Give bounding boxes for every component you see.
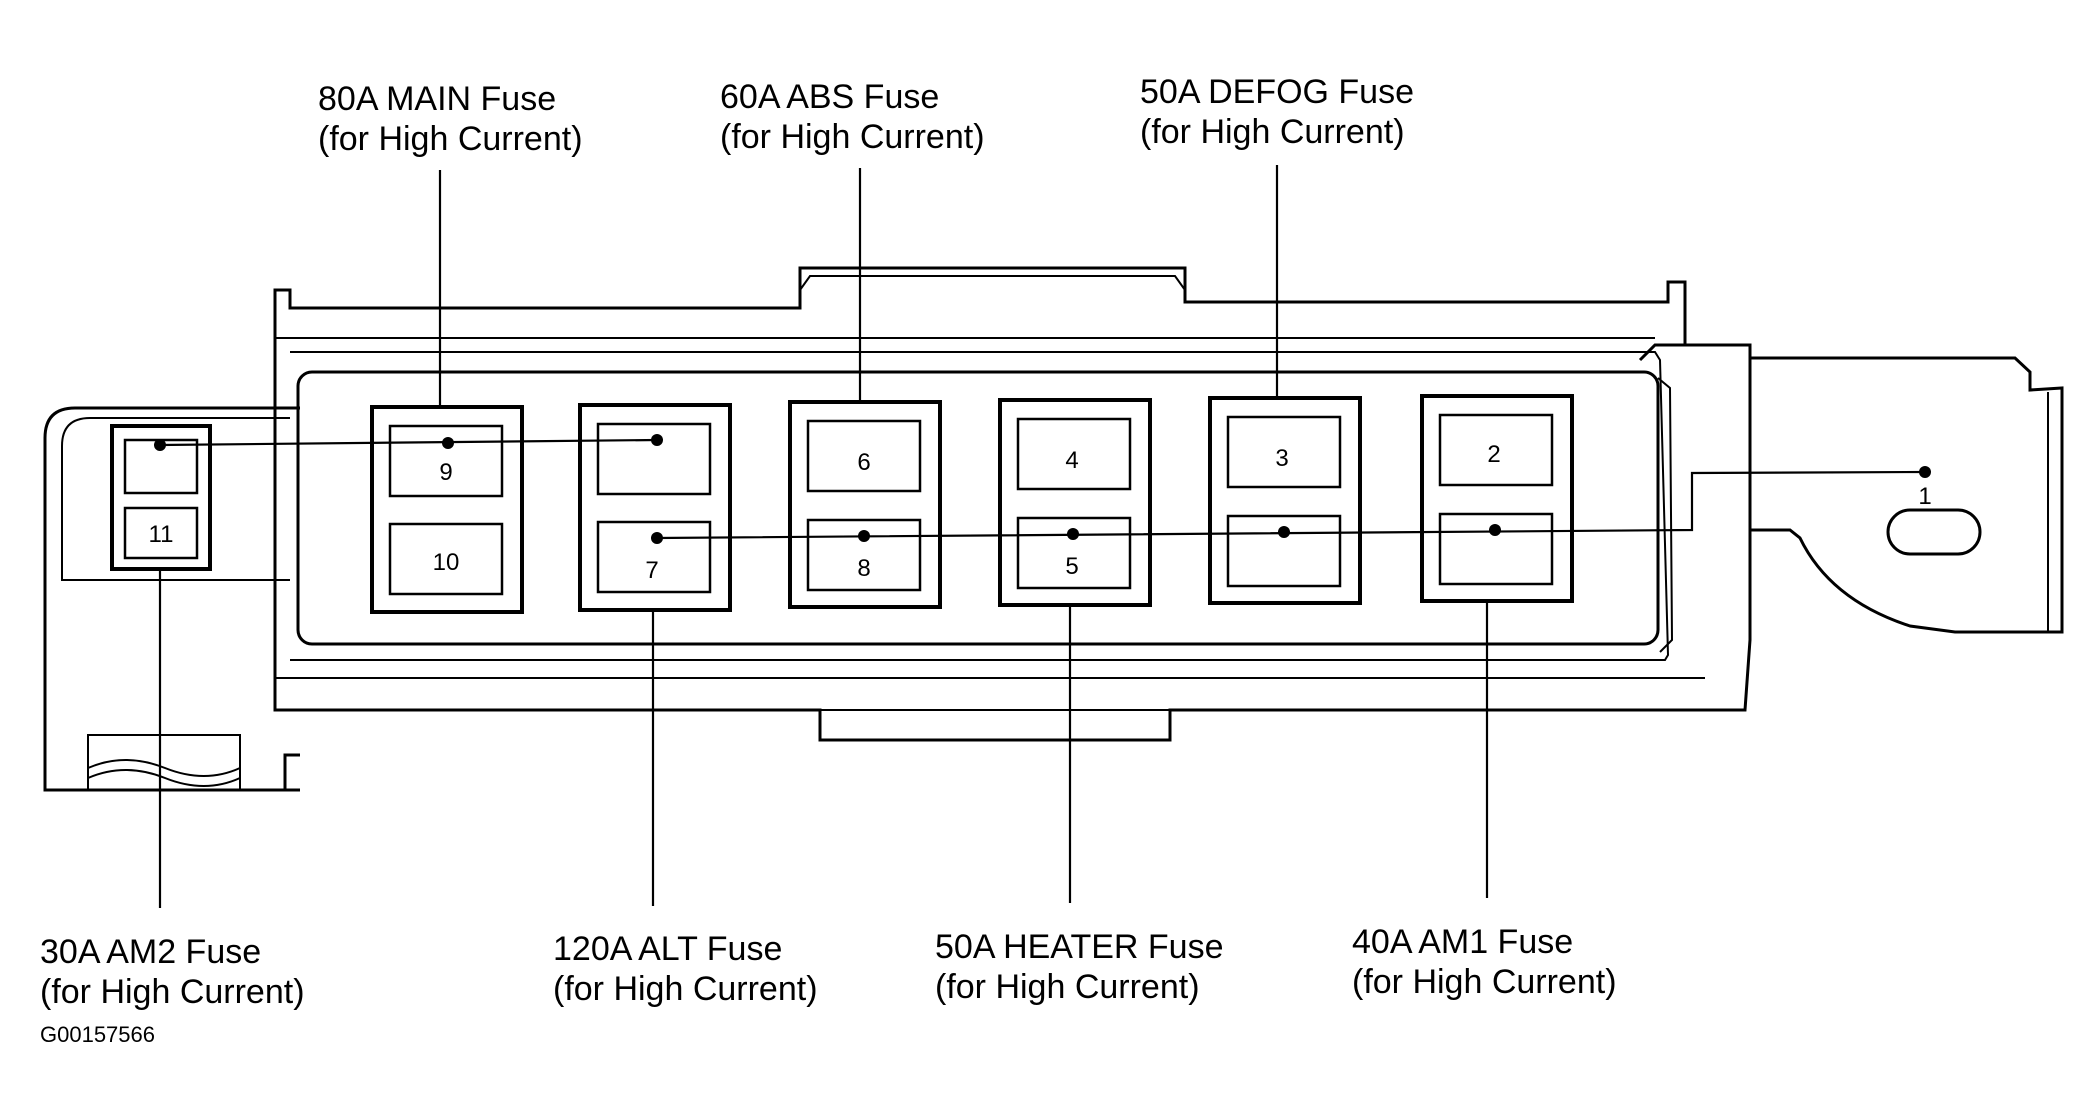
callout-alt-title: 120A ALT Fuse bbox=[553, 930, 782, 968]
terminal-8-label: 8 bbox=[857, 555, 870, 582]
terminal-3-label: 3 bbox=[1275, 445, 1288, 472]
main-body bbox=[273, 266, 1752, 742]
bus-line-lower bbox=[656, 470, 1926, 540]
callout-abs-sub: (for High Current) bbox=[720, 118, 985, 156]
terminal-6-label: 6 bbox=[857, 449, 870, 476]
callouts-bottom: 30A AM2 Fuse (for High Current) 120A ALT… bbox=[40, 923, 1617, 1011]
terminal-box-7 bbox=[596, 520, 712, 594]
callout-defog-sub: (for High Current) bbox=[1140, 113, 1405, 151]
bus-line-upper bbox=[159, 438, 658, 447]
callout-alt-sub: (for High Current) bbox=[553, 970, 818, 1008]
callout-am1-sub: (for High Current) bbox=[1352, 963, 1617, 1001]
terminal-box-4 bbox=[1016, 417, 1132, 491]
callout-main-title: 80A MAIN Fuse bbox=[318, 80, 556, 118]
fuse-cavity-shadow bbox=[1657, 377, 1674, 653]
terminal-box-3 bbox=[1226, 415, 1342, 489]
callout-am2-title: 30A AM2 Fuse bbox=[40, 933, 261, 971]
bus-lines bbox=[154, 434, 1931, 544]
fuse-box-heater-group: 4 5 bbox=[998, 398, 1152, 607]
callout-main-sub: (for High Current) bbox=[318, 120, 583, 158]
terminal-box-10 bbox=[388, 522, 504, 596]
fuse-box-defog-group: 3 bbox=[1208, 396, 1362, 605]
fuse-box-am1-group: 2 bbox=[1420, 394, 1574, 603]
terminal-box-2 bbox=[1438, 413, 1554, 487]
terminal-box-11 bbox=[123, 506, 199, 560]
fuse-box-abs-group: 6 8 bbox=[788, 400, 942, 609]
terminal-10-label: 10 bbox=[433, 549, 460, 576]
terminal-1-label: 1 bbox=[1918, 483, 1931, 510]
fuse-cavity-panel bbox=[296, 370, 1660, 646]
bus-dot-8 bbox=[858, 530, 870, 542]
fuse-block-housing bbox=[43, 266, 2064, 792]
bus-dot-alt-upper bbox=[651, 434, 663, 446]
terminal-7-label: 7 bbox=[645, 557, 658, 584]
callout-am2-sub: (for High Current) bbox=[40, 973, 305, 1011]
callouts-top: 80A MAIN Fuse (for High Current) 60A ABS… bbox=[318, 73, 1414, 158]
callout-heater-title: 50A HEATER Fuse bbox=[935, 928, 1224, 966]
bus-dot-7 bbox=[651, 532, 663, 544]
terminal-9-label: 9 bbox=[439, 459, 452, 486]
callout-defog-title: 50A DEFOG Fuse bbox=[1140, 73, 1414, 111]
left-connector-shell bbox=[43, 406, 300, 792]
terminal-4-label: 4 bbox=[1065, 447, 1078, 474]
bus-dot-5 bbox=[1067, 528, 1079, 540]
bus-dot-9 bbox=[442, 437, 454, 449]
callout-abs-title: 60A ABS Fuse bbox=[720, 78, 939, 116]
bus-dot-1 bbox=[1919, 466, 1931, 478]
terminal-2-label: 2 bbox=[1487, 441, 1500, 468]
callout-heater-sub: (for High Current) bbox=[935, 968, 1200, 1006]
left-bottom-latch bbox=[87, 734, 241, 790]
bus-dot-am1-lower bbox=[1489, 524, 1501, 536]
terminal-box-6 bbox=[806, 419, 922, 493]
terminal-1-slot bbox=[1886, 508, 1982, 556]
leader-lines bbox=[158, 165, 1489, 908]
bus-dot-defog-lower bbox=[1278, 526, 1290, 538]
left-bottom-tab bbox=[45, 753, 300, 792]
left-connector-inner bbox=[61, 417, 290, 581]
bus-dot-11 bbox=[154, 439, 166, 451]
right-terminal-block bbox=[1638, 343, 1750, 362]
terminal-box-alt-upper bbox=[596, 422, 712, 496]
main-body-inner-panel bbox=[290, 351, 1670, 661]
figure-id: G00157566 bbox=[40, 1022, 155, 1047]
right-terminal-arm bbox=[1750, 356, 2064, 634]
top-center-tab bbox=[799, 275, 1186, 291]
terminal-11-label: 11 bbox=[149, 521, 174, 548]
callout-am1-title: 40A AM1 Fuse bbox=[1352, 923, 1573, 961]
terminal-5-label: 5 bbox=[1065, 553, 1078, 580]
